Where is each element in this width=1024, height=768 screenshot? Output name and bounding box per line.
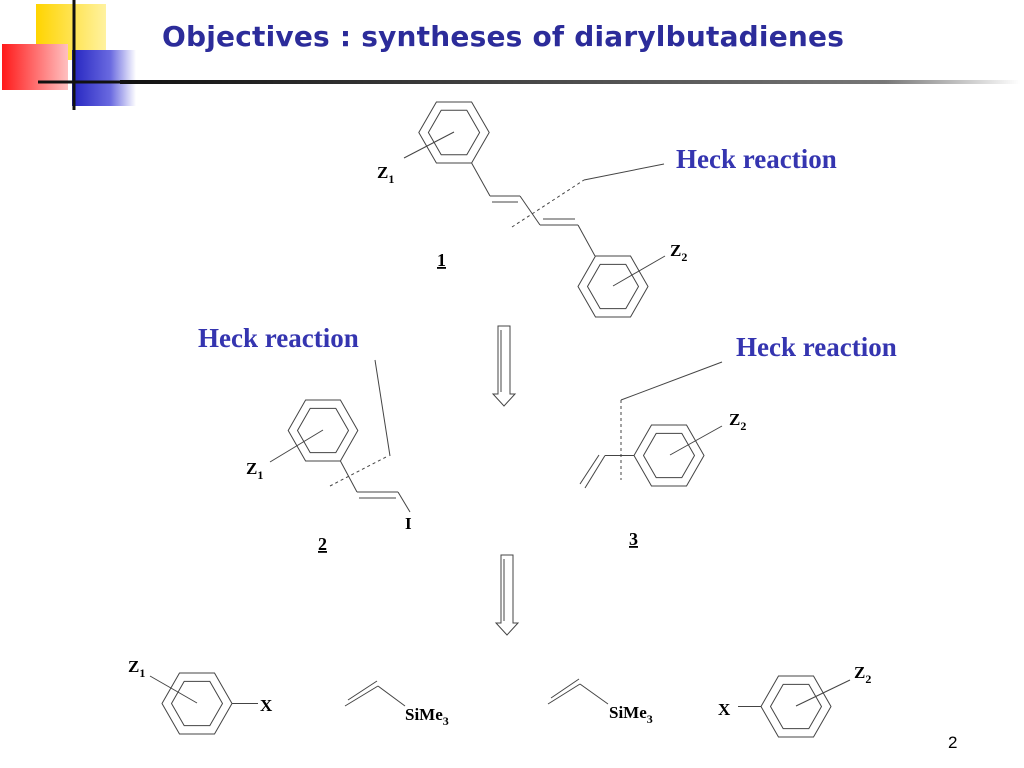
aryl-halide-left <box>149 672 258 735</box>
compound-2-structure <box>269 359 411 513</box>
compound-1-structure <box>403 101 666 318</box>
svg-text:I: I <box>405 514 412 533</box>
compound-number-3: 3 <box>629 529 638 549</box>
slide-title: Objectives : syntheses of diarylbutadien… <box>162 20 845 53</box>
compound-3-structure <box>579 361 723 489</box>
aryl-halide-right <box>738 675 851 738</box>
heck-reaction-label-left: Heck reaction <box>198 323 359 353</box>
heck-reaction-label-top: Heck reaction <box>676 144 837 174</box>
compound-number-1: 1 <box>437 250 446 270</box>
vinylsilane-1 <box>344 680 406 707</box>
svg-text:Z1: Z1 <box>128 657 145 680</box>
reaction-arrow-2 <box>494 554 520 636</box>
svg-text:SiMe3: SiMe3 <box>405 705 449 728</box>
svg-text:Z1: Z1 <box>377 163 394 186</box>
svg-text:Z2: Z2 <box>854 663 871 686</box>
title-underline <box>120 80 1020 84</box>
svg-text:X: X <box>260 696 273 715</box>
svg-text:Z2: Z2 <box>729 410 746 433</box>
svg-text:Z1: Z1 <box>246 459 263 482</box>
reaction-arrow-1 <box>491 325 517 407</box>
benzene-ring <box>577 255 649 318</box>
benzene-ring <box>161 672 233 735</box>
benzene-ring <box>760 675 832 738</box>
svg-text:Z2: Z2 <box>670 241 687 264</box>
vinylsilane-2 <box>547 678 609 705</box>
benzene-ring <box>633 424 705 487</box>
svg-text:SiMe3: SiMe3 <box>609 703 653 726</box>
slide-logo <box>2 0 140 110</box>
compound-number-2: 2 <box>318 534 327 554</box>
heck-reaction-label-right: Heck reaction <box>736 332 897 362</box>
svg-text:X: X <box>718 700 731 719</box>
page-number: 2 <box>948 733 958 752</box>
